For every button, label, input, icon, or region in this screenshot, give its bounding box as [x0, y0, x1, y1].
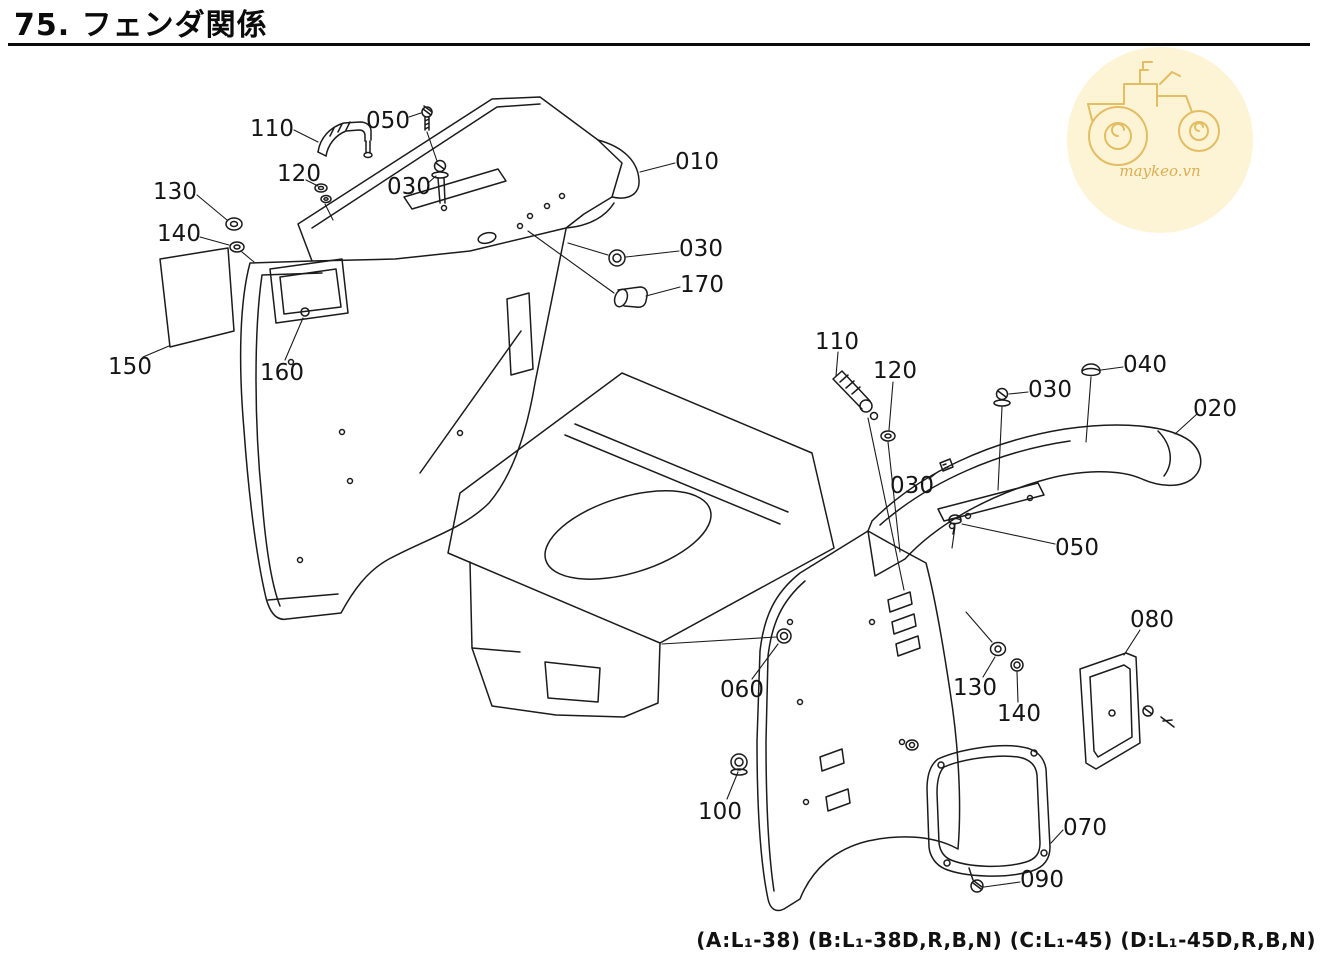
- inspection-window: [269, 258, 349, 324]
- button-050-right: [948, 514, 962, 535]
- part-callout: 100: [698, 799, 742, 825]
- part-callout: 090: [1020, 867, 1064, 893]
- screw-080-side: [1142, 705, 1175, 728]
- seat-cutout: [544, 490, 712, 580]
- center-platform: [447, 372, 835, 718]
- left-fender-side-skirt: [239, 228, 567, 621]
- part-callout: 120: [277, 161, 321, 187]
- part-callout: 030: [1028, 377, 1072, 403]
- part-callout: 080: [1130, 607, 1174, 633]
- part-callout: 060: [720, 677, 764, 703]
- hole-160: [300, 307, 310, 317]
- tractor-icon: [1087, 61, 1220, 166]
- platform-lower-tab: [469, 561, 661, 718]
- rod-110-right: [832, 370, 879, 421]
- nut-030-left-mid: [608, 249, 626, 267]
- washer-120-left: [314, 183, 332, 204]
- clip-170: [613, 286, 648, 308]
- right-fender-slot: [937, 482, 1045, 522]
- left-fender-assembly: [159, 96, 640, 621]
- bolt-030-left-top: [431, 159, 449, 212]
- platform-deck: [447, 372, 835, 644]
- part-callout: 150: [108, 354, 152, 380]
- plate-150: [159, 247, 235, 348]
- right-fender-top-plate: [867, 424, 1202, 577]
- bracket-panel-080: [1079, 652, 1141, 770]
- side-slot: [506, 292, 534, 376]
- handle-110: [317, 121, 373, 159]
- right-fender-assembly: [756, 424, 1202, 912]
- part-callout: 170: [680, 272, 724, 298]
- title-underline: [8, 43, 1310, 46]
- fastener-parts: [225, 105, 1175, 893]
- part-callout: 020: [1193, 396, 1237, 422]
- part-callout: 120: [873, 358, 917, 384]
- part-callout: 040: [1123, 352, 1167, 378]
- part-callout: 110: [250, 116, 294, 142]
- nut-060: [776, 628, 792, 644]
- part-callout: 050: [1055, 535, 1099, 561]
- part-callout: 030: [387, 174, 431, 200]
- part-callout: 110: [815, 329, 859, 355]
- part-callout: 070: [1063, 815, 1107, 841]
- bolt-050-left: [421, 105, 433, 131]
- callout-labels: 110 050 130 120 140 030 010 030 170 150 …: [108, 108, 1237, 893]
- part-callout: 130: [953, 675, 997, 701]
- model-applicability-note: (A:L₁-38) (B:L₁-38D,R,B,N) (C:L₁-45) (D:…: [696, 928, 1316, 952]
- washer-130-left: [225, 217, 243, 231]
- part-callout: 130: [153, 179, 197, 205]
- nut-100: [730, 753, 748, 776]
- bolt-030-right-top: [993, 387, 1011, 407]
- plug-030-right-mid: [939, 458, 954, 472]
- part-callout: 030: [679, 236, 723, 262]
- watermark: maykeo.vn: [1067, 47, 1253, 233]
- watermark-circle: [1067, 47, 1253, 233]
- washer-120-right: [880, 430, 896, 442]
- left-fender-top-plate: [297, 96, 623, 262]
- cover-panel-070: [926, 745, 1051, 877]
- bolt-090: [968, 867, 984, 893]
- part-callout: 140: [997, 701, 1041, 727]
- right-fender-side-skirt: [756, 530, 961, 912]
- part-callout: 140: [157, 221, 201, 247]
- watermark-text: maykeo.vn: [1119, 162, 1200, 180]
- nut-140-right: [1010, 658, 1024, 672]
- leader-lines: [142, 112, 1198, 888]
- part-callout: 030: [890, 473, 934, 499]
- part-callout: 050: [366, 108, 410, 134]
- left-fender-slot: [403, 168, 507, 210]
- part-callout: 160: [260, 360, 304, 386]
- part-callout: 010: [675, 149, 719, 175]
- section-title: 75. フェンダ関係: [14, 8, 268, 43]
- cap-040: [1081, 363, 1101, 377]
- washer-130-right: [989, 641, 1007, 657]
- nut-140-left: [229, 241, 245, 253]
- left-fender-rear-curl: [597, 139, 640, 199]
